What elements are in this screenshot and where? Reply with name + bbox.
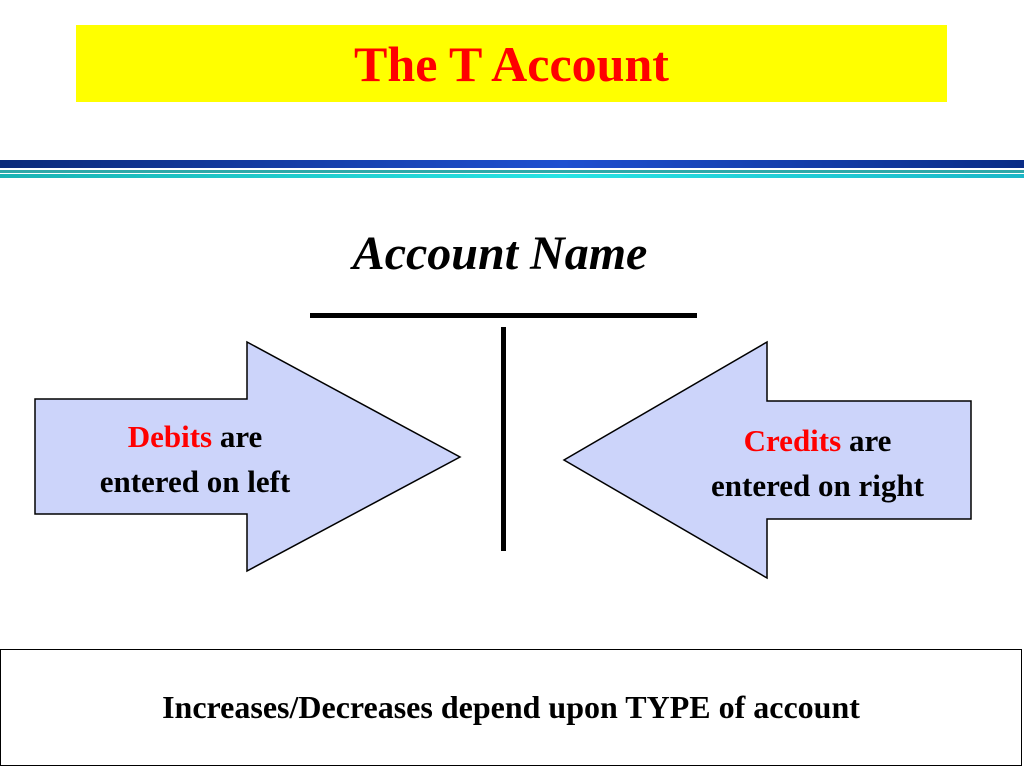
t-account-top-bar [310, 313, 697, 318]
debit-arrow-label: Debits are entered on left [60, 414, 330, 504]
t-account-stem [501, 327, 506, 551]
debits-line1-rest: are [212, 419, 263, 454]
title-banner: The T Account [76, 25, 947, 102]
account-name-label: Account Name [352, 227, 648, 280]
debits-line2: entered on left [99, 464, 291, 499]
credit-arrow-label: Credits are entered on right [665, 418, 970, 508]
credits-line2: entered on right [711, 468, 924, 503]
header-rule-cyan [0, 174, 1024, 178]
footer-box: Increases/Decreases depend upon TYPE of … [0, 649, 1022, 766]
header-rule-dark-blue [0, 160, 1024, 168]
credits-highlight: Credits [743, 423, 842, 458]
debit-arrow-icon [34, 340, 462, 573]
footer-text: Increases/Decreases depend upon TYPE of … [162, 689, 860, 725]
slide-title: The T Account [354, 35, 669, 92]
credit-arrow-icon [562, 340, 972, 580]
header-rule-teal [0, 170, 1024, 173]
debits-highlight: Debits [127, 419, 213, 454]
credits-line1-rest: are [841, 423, 892, 458]
